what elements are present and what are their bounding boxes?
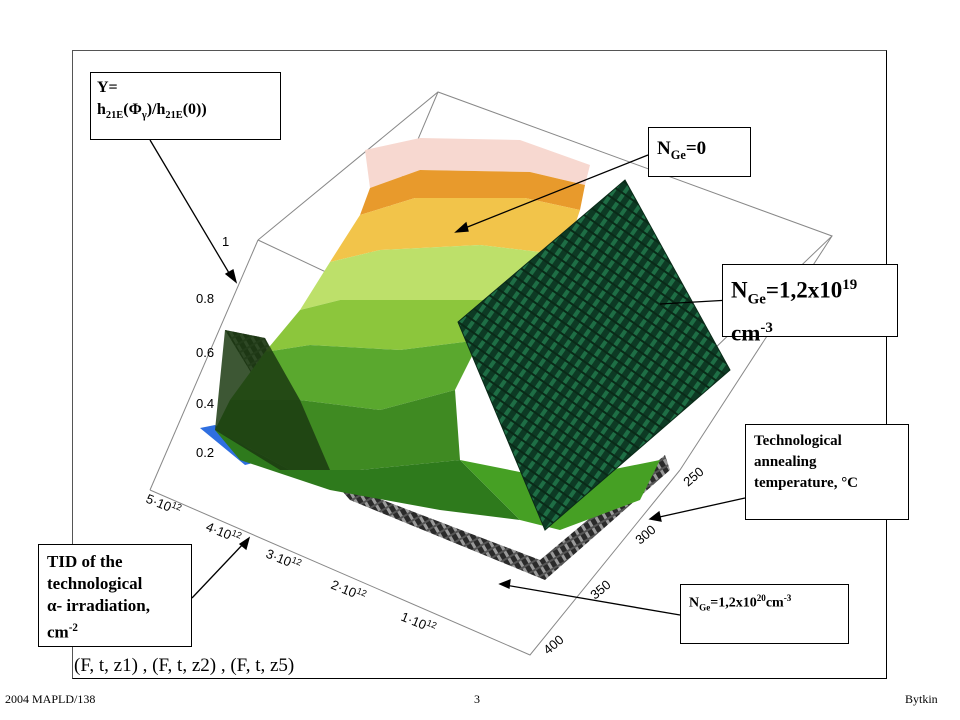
y-definition-box: Y= h21E(Φγ)/h21E(0)) [90,72,281,140]
tid-irradiation-box: TID of the technological α- irradiation,… [38,544,192,647]
t-tick-350: 350 [587,577,613,602]
f-tick-5: 5·1012 [144,490,183,518]
f-tick-3: 3·1012 [264,545,303,573]
z-tick-0.4: 0.4 [196,396,214,411]
surface-nge-1.2e19 [457,179,731,531]
z-tick-0.2: 0.2 [196,445,214,460]
shadow-region [215,330,330,470]
figure-frame [72,50,887,679]
y-label: Y= [97,79,118,96]
t-tick-250: 250 [680,464,706,489]
f-tick-2: 2·1012 [329,576,368,604]
nge-0-box: NGe=0 [648,127,751,177]
callout-arrows [149,139,746,616]
y-formula: h21E(Φγ)/h21E(0)) [97,101,207,122]
footer-left: 2004 MAPLD/138 [5,692,96,706]
t-tick-300: 300 [632,522,658,547]
z-tick-0.6: 0.6 [196,345,214,360]
nge-1.2e19-box: NGe=1,2x1019 cm-3 [722,264,898,346]
footer-right: Bytkin [905,692,938,706]
z-tick-0.8: 0.8 [196,291,214,306]
z-tick-1: 1 [222,234,229,249]
nge-1.2e20-box: NGe=1,2x1020cm-3 [680,584,849,644]
t-tick-400: 400 [540,632,566,657]
footer-page-number: 3 [474,692,480,706]
plot-formula: (F, t, z1) , (F, t, z2) , (F, t, z5) [74,655,295,676]
z-axis: 1 0.8 0.6 0.4 0.2 [196,234,229,460]
annealing-temperature-box: Technological annealing temperature, °C [745,424,909,520]
